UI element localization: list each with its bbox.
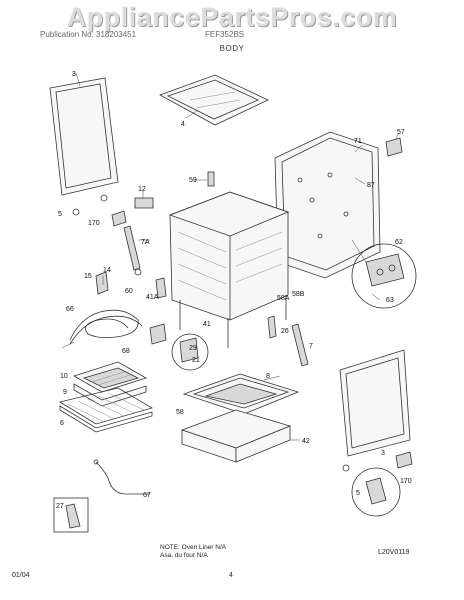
door-hinge-left: [123, 225, 150, 271]
side-panel-left: [49, 72, 119, 196]
section-title: BODY: [219, 44, 245, 53]
model-number: FEF352BS: [205, 30, 245, 39]
callout: 170: [400, 478, 412, 485]
leveling-leg-detail: [342, 451, 413, 517]
callout: 7A: [141, 239, 150, 246]
callout: 41A: [146, 294, 159, 301]
side-panel-right: [339, 349, 411, 457]
publication-number: Publication No. 318203451: [40, 30, 137, 39]
oven-rack: [58, 387, 154, 433]
callout: 3: [381, 450, 385, 457]
callout: 58A: [277, 295, 290, 302]
note-line-1: NOTE: Oven Liner N/A: [160, 544, 227, 551]
note-block: NOTE: Oven Liner N/A Asa. du four N/A: [160, 544, 226, 560]
rear-panel: [274, 131, 403, 279]
callout: 58: [176, 409, 184, 416]
callout: 15: [84, 273, 92, 280]
watermark: AppliancePartsPros.com: [66, 2, 398, 32]
callout: 68: [122, 348, 130, 355]
boxed-detail-27: [53, 497, 89, 533]
callout: 58B: [292, 291, 305, 298]
callout: 170: [88, 220, 100, 227]
top-panel: [159, 74, 269, 126]
bake-element: [61, 309, 143, 349]
callout: 29: [189, 345, 197, 352]
door-hinge-right: [267, 315, 309, 367]
callout: 67: [143, 492, 151, 499]
stud-59: [194, 171, 215, 187]
callout: 7: [309, 343, 313, 350]
illustration-number: L20V0119: [378, 549, 410, 556]
oven-door: [182, 373, 300, 415]
callout: 10: [60, 373, 68, 380]
callout: 59: [189, 177, 197, 184]
callout-labels: 3 4 71 57 59 87 12 5 170 7A 14 15 60 41A…: [56, 71, 412, 510]
callout: 62: [395, 239, 403, 246]
callout: 3: [72, 71, 76, 78]
callout: 4: [181, 121, 185, 128]
callout: 6: [60, 420, 64, 427]
callout: 41: [203, 321, 211, 328]
callout: 12: [138, 186, 146, 193]
callout: 27: [56, 503, 64, 510]
callout: 5: [356, 490, 360, 497]
callout: 57: [397, 129, 405, 136]
callout: 87: [367, 182, 375, 189]
storage-drawer: [180, 409, 300, 463]
callout: 66: [66, 306, 74, 313]
callout: 9: [63, 389, 67, 396]
bracket-detail: [149, 323, 209, 371]
callout: 5: [58, 211, 62, 218]
callout: 63: [386, 297, 394, 304]
small-parts-mid-left: [95, 268, 167, 299]
callout: 8: [266, 373, 270, 380]
wire-harness: [93, 459, 150, 495]
broiler-pan: [73, 361, 147, 407]
note-line-2: Asa. du four N/A: [160, 552, 208, 559]
callout: 42: [302, 438, 310, 445]
terminal-block-detail: [351, 239, 417, 309]
callout: 14: [103, 267, 111, 274]
callout: 71: [354, 138, 362, 145]
callout: 26: [281, 328, 289, 335]
callout: 60: [125, 288, 133, 295]
oven-body: [168, 191, 290, 348]
footer-date: 01/04: [12, 572, 30, 579]
footer-page-number: 4: [229, 572, 233, 579]
small-parts-upper-left: [72, 190, 154, 227]
callout: 21: [192, 357, 200, 364]
